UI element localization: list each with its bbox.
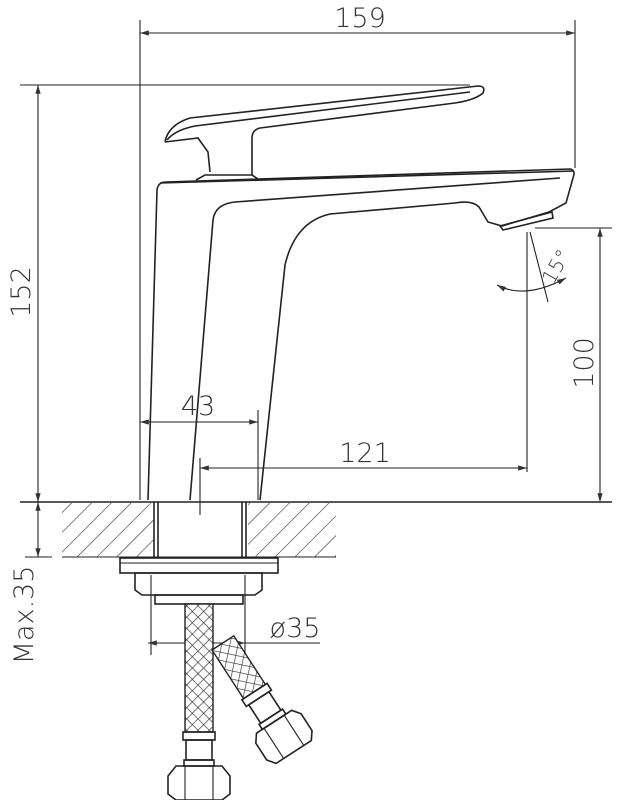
dimension-label-100: 100 bbox=[569, 337, 600, 389]
dimension-overall-height: 152 bbox=[6, 84, 470, 503]
dimension-label-121: 121 bbox=[339, 438, 391, 469]
dimension-body-width: 43 bbox=[140, 391, 259, 500]
dimension-label-diameter-35: ø35 bbox=[270, 613, 321, 644]
dimension-spout-angle: 15° bbox=[496, 231, 575, 472]
dimension-spout-reach: 121 bbox=[199, 438, 527, 515]
dimension-spout-height: 100 bbox=[535, 227, 612, 503]
dimension-label-152: 152 bbox=[6, 266, 37, 318]
supply-hoses bbox=[167, 603, 313, 800]
mounting-hardware bbox=[119, 557, 279, 655]
dimension-overall-length: 159 bbox=[139, 3, 576, 500]
countertop-section bbox=[20, 501, 612, 558]
dimension-hole-diameter: ø35 bbox=[148, 613, 321, 646]
dimension-max-deck-thickness: Max.35 bbox=[9, 501, 52, 665]
dimension-label-159: 159 bbox=[334, 3, 386, 34]
dimension-label-max-35: Max.35 bbox=[9, 566, 40, 665]
faucet-body bbox=[147, 85, 575, 501]
dimension-label-43: 43 bbox=[181, 391, 215, 422]
